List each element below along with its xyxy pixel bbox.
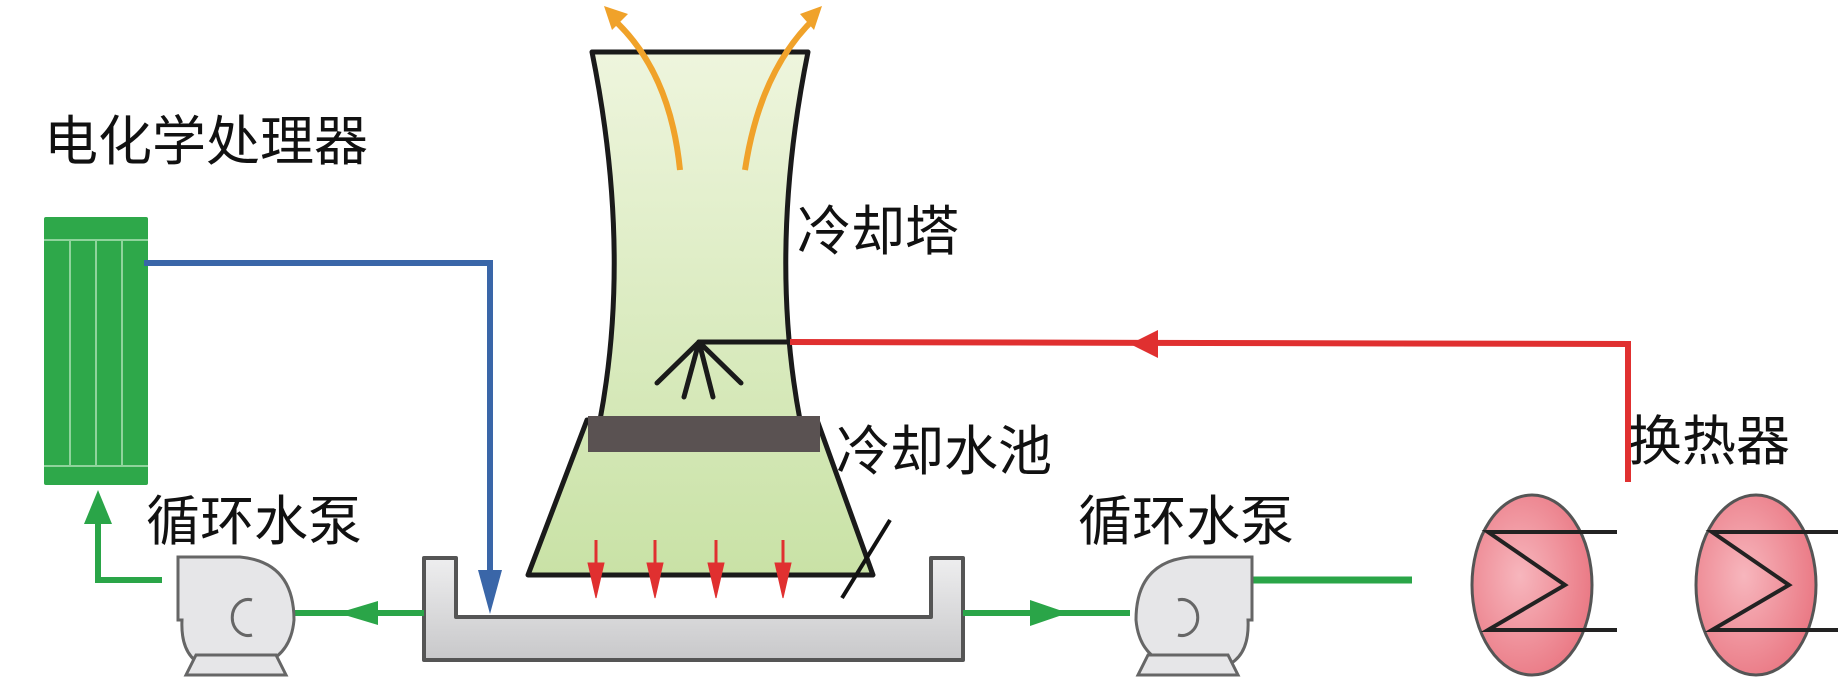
heat-exchanger-2 xyxy=(1694,493,1838,677)
label-heat-exchanger: 换热器 xyxy=(1628,410,1790,473)
tower-fill-band xyxy=(588,416,820,452)
green-pipe-right xyxy=(963,576,1412,626)
heat-exchanger-1 xyxy=(1470,493,1617,677)
sigma-icon xyxy=(1704,530,1838,632)
pump-impeller-icon xyxy=(1177,598,1200,637)
label-cooling-pool: 冷却水池 xyxy=(836,420,1052,483)
cooling-pool xyxy=(422,556,965,662)
red-arrow-icon xyxy=(1130,330,1158,358)
green-arrow-up-icon xyxy=(84,490,112,524)
pool-leader-line xyxy=(840,518,892,600)
green-arrow-left-icon xyxy=(338,601,378,625)
green-pipe-left xyxy=(84,490,424,625)
cooling-tower xyxy=(525,6,876,599)
blue-pipe xyxy=(144,260,502,614)
sprinkler-icon xyxy=(654,339,793,400)
label-pump-left: 循环水泵 xyxy=(146,490,362,553)
pump-impeller-icon xyxy=(230,598,253,637)
label-pump-right: 循环水泵 xyxy=(1078,490,1294,553)
pump-right xyxy=(1134,555,1254,677)
falling-water-arrows-icon xyxy=(587,540,792,599)
label-cooling-tower: 冷却塔 xyxy=(797,200,959,263)
blue-arrow-icon xyxy=(478,570,502,614)
sigma-icon xyxy=(1480,530,1617,632)
red-pipe xyxy=(789,330,1631,482)
electrochemical-processor xyxy=(44,217,148,485)
pump-left xyxy=(176,555,296,677)
exhaust-arrows-icon xyxy=(609,15,818,171)
label-electrochemical-processor: 电化学处理器 xyxy=(44,110,368,173)
green-arrow-right-icon xyxy=(1030,600,1068,626)
